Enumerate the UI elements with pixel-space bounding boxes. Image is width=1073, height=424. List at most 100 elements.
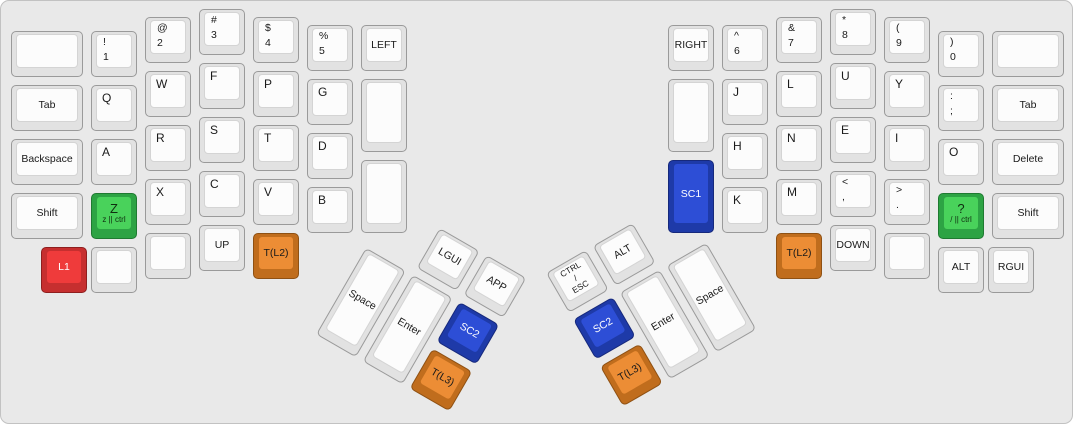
key-tab-left[interactable]: Tab [11, 85, 83, 131]
key-k-cap: K [727, 190, 763, 224]
key-left[interactable]: LEFT [361, 25, 407, 71]
key-0[interactable]: )0 [938, 31, 984, 77]
key-q[interactable]: Q [91, 85, 137, 131]
key-blank-inner-left-1-cap [366, 82, 402, 143]
key-blank-bottom-left-1[interactable] [91, 247, 137, 293]
key-blank-bottom-right[interactable] [884, 233, 930, 279]
key-alt-right-label: ALT [951, 261, 971, 273]
key-n[interactable]: N [776, 125, 822, 171]
key-blank-bottom-left-2[interactable] [145, 233, 191, 279]
key-sc2-left[interactable]: SC2 [436, 301, 500, 365]
key-2[interactable]: @2 [145, 17, 191, 63]
key-9[interactable]: (9 [884, 17, 930, 63]
key-j[interactable]: J [722, 79, 768, 125]
key-c[interactable]: C [199, 171, 245, 217]
key-3-cap: #3 [204, 12, 240, 46]
key-t-l2-right[interactable]: T(L2) [776, 233, 822, 279]
key-semicolon-cap: :; [943, 88, 979, 122]
key-blank-inner-left-1[interactable] [361, 79, 407, 152]
key-x[interactable]: X [145, 179, 191, 225]
key-r-label: R [156, 131, 165, 145]
key-blank-top-right-cap [997, 34, 1059, 68]
key-blank-inner-right[interactable] [668, 79, 714, 152]
key-h[interactable]: H [722, 133, 768, 179]
key-backspace[interactable]: Backspace [11, 139, 83, 185]
key-1[interactable]: !1 [91, 31, 137, 77]
key-blank-top-left[interactable] [11, 31, 83, 77]
key-tab-right[interactable]: Tab [992, 85, 1064, 131]
key-down[interactable]: DOWN [830, 225, 876, 271]
key-up[interactable]: UP [199, 225, 245, 271]
key-t-l3-right[interactable]: T(L3) [600, 343, 663, 407]
key-k[interactable]: K [722, 187, 768, 233]
key-backspace-cap: Backspace [16, 142, 78, 176]
key-right[interactable]: RIGHT [668, 25, 714, 71]
key-alt-right[interactable]: ALT [938, 247, 984, 293]
key-p[interactable]: P [253, 71, 299, 117]
key-t-l2-left-cap: T(L2) [258, 236, 294, 270]
key-sc1[interactable]: SC1 [668, 160, 714, 233]
key-5-cap: %5 [312, 28, 348, 62]
key-s[interactable]: S [199, 117, 245, 163]
key-8[interactable]: *8 [830, 9, 876, 55]
key-f-cap: F [204, 66, 240, 100]
key-y[interactable]: Y [884, 71, 930, 117]
key-sc2-right-cap: SC2 [578, 301, 628, 350]
key-6[interactable]: ^6 [722, 25, 768, 71]
key-b-label: B [318, 193, 327, 207]
key-t[interactable]: T [253, 125, 299, 171]
key-blank-top-right[interactable] [992, 31, 1064, 77]
key-g[interactable]: G [307, 79, 353, 125]
key-7[interactable]: &7 [776, 17, 822, 63]
key-4[interactable]: $4 [253, 17, 299, 63]
key-semicolon[interactable]: :; [938, 85, 984, 131]
key-p-cap: P [258, 74, 294, 108]
key-delete[interactable]: Delete [992, 139, 1064, 185]
key-y-label: Y [895, 77, 904, 91]
key-backspace-label: Backspace [21, 153, 73, 165]
key-2-cap: @2 [150, 20, 186, 54]
key-5[interactable]: %5 [307, 25, 353, 71]
key-g-cap: G [312, 82, 348, 116]
key-m[interactable]: M [776, 179, 822, 225]
key-f[interactable]: F [199, 63, 245, 109]
key-o[interactable]: O [938, 139, 984, 185]
key-alt-right-cap: ALT [943, 250, 979, 284]
key-v[interactable]: V [253, 179, 299, 225]
key-l1-cap: L1 [46, 250, 82, 284]
key-a[interactable]: A [91, 139, 137, 185]
key-d[interactable]: D [307, 133, 353, 179]
key-s-label: S [210, 123, 219, 137]
key-period[interactable]: >. [884, 179, 930, 225]
key-down-label: DOWN [836, 239, 870, 251]
key-3[interactable]: #3 [199, 9, 245, 55]
key-u[interactable]: U [830, 63, 876, 109]
key-w[interactable]: W [145, 71, 191, 117]
key-b[interactable]: B [307, 187, 353, 233]
key-e[interactable]: E [830, 117, 876, 163]
key-o-cap: O [943, 142, 979, 176]
key-comma[interactable]: <, [830, 171, 876, 217]
key-t-l3-left[interactable]: T(L3) [409, 348, 473, 412]
key-h-cap: H [727, 136, 763, 170]
key-l1[interactable]: L1 [41, 247, 87, 293]
key-shift-right[interactable]: Shift [992, 193, 1064, 239]
key-i[interactable]: I [884, 125, 930, 171]
key-h-label: H [733, 139, 742, 153]
key-v-cap: V [258, 182, 294, 216]
key-blank-inner-left-2[interactable] [361, 160, 407, 233]
key-alt-thumb-label: ALT [611, 242, 634, 262]
key-1-label: !1 [103, 36, 109, 64]
key-question[interactable]: ?/ || ctrl [938, 193, 984, 239]
key-t-l2-left[interactable]: T(L2) [253, 233, 299, 279]
key-o-label: O [949, 145, 959, 159]
key-r[interactable]: R [145, 125, 191, 171]
key-app[interactable]: APP [463, 255, 527, 318]
key-l[interactable]: L [776, 71, 822, 117]
key-shift-left[interactable]: Shift [11, 193, 83, 239]
key-rgui[interactable]: RGUI [988, 247, 1034, 293]
key-7-label: &7 [788, 22, 796, 50]
key-comma-cap: <, [835, 174, 871, 208]
